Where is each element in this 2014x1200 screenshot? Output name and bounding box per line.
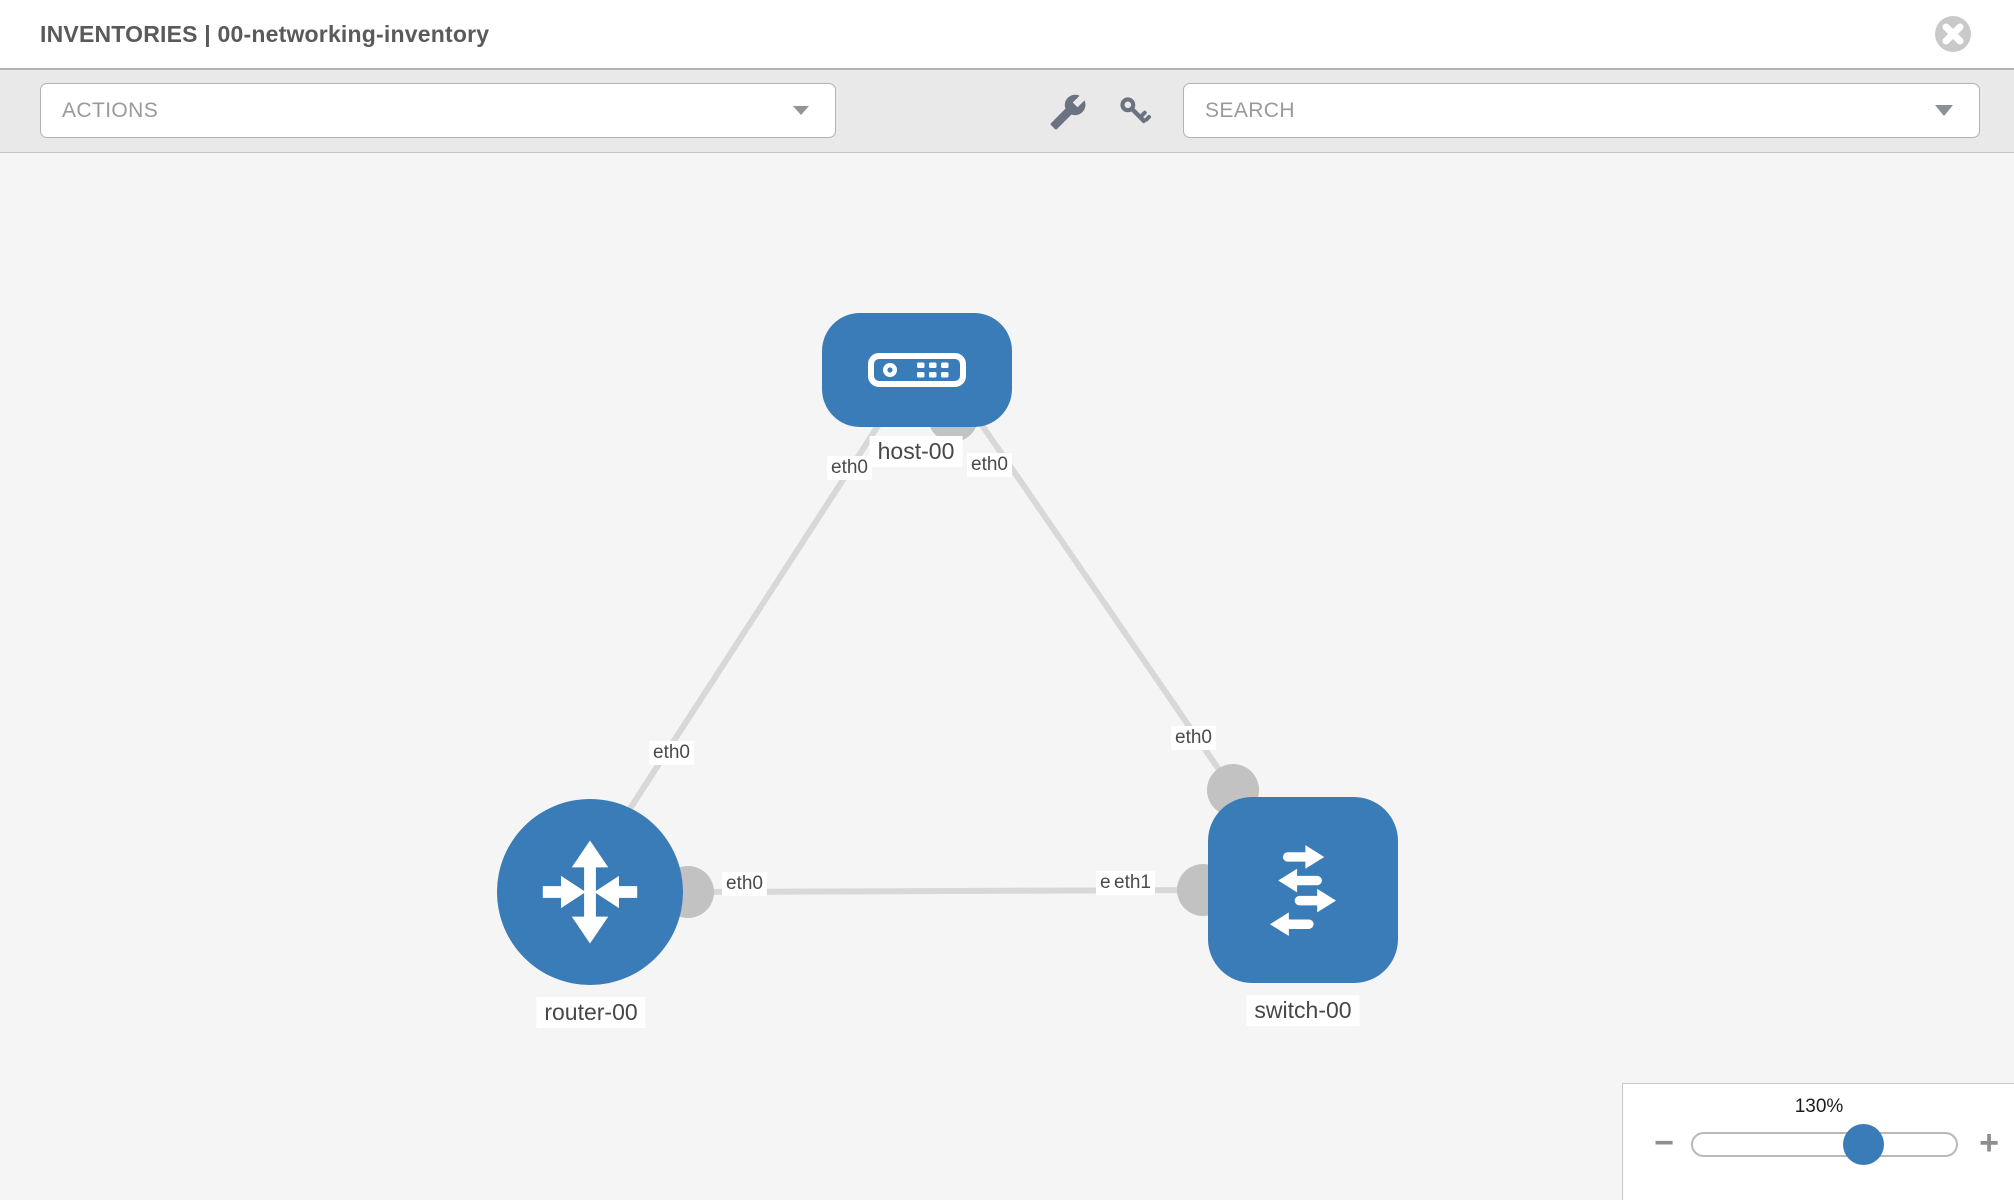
key-button[interactable] [1116, 93, 1154, 131]
adjust-button[interactable] [1049, 93, 1087, 131]
actions-dropdown-label: ACTIONS [62, 98, 159, 122]
chevron-down-icon [1935, 105, 1953, 116]
chevron-down-icon [793, 106, 809, 115]
zoom-panel: 130% − + [1622, 1083, 2014, 1200]
iface-chip-host-left: eth0 [827, 456, 872, 480]
node-router-00[interactable] [497, 799, 683, 985]
node-switch-00[interactable] [1208, 797, 1398, 983]
iface-chip-switch-top: eth0 [1171, 726, 1216, 750]
header: INVENTORIES | 00-networking-inventory [0, 0, 2014, 70]
router-arrows-icon [542, 840, 638, 944]
topology-canvas[interactable]: host-00 router-00 switch-00 eth0 eth0 et… [0, 153, 2014, 1200]
zoom-slider-handle[interactable] [1843, 1124, 1884, 1165]
node-label-host: host-00 [869, 436, 963, 467]
switch-arrows-icon [1269, 845, 1337, 937]
key-icon [1120, 97, 1152, 124]
wrench-icon [1050, 94, 1086, 130]
server-icon [868, 353, 966, 387]
iface-chip-switch-left: eth1 [1110, 871, 1155, 895]
toolbar: ACTIONS SEARCH [0, 70, 2014, 153]
close-icon [1935, 16, 1971, 52]
iface-chip-router-uplink: eth0 [649, 741, 694, 765]
iface-chip-host-right: eth0 [967, 453, 1012, 477]
search-dropdown-label: SEARCH [1205, 98, 1295, 122]
zoom-out-button[interactable]: − [1654, 1124, 1674, 1162]
node-host-00[interactable] [822, 313, 1012, 427]
actions-dropdown[interactable]: ACTIONS [40, 83, 836, 138]
node-label-switch: switch-00 [1246, 995, 1360, 1026]
node-label-router: router-00 [536, 997, 646, 1028]
close-button[interactable] [1934, 15, 1972, 53]
zoom-slider-track[interactable] [1691, 1132, 1958, 1157]
page-title: INVENTORIES | 00-networking-inventory [40, 21, 490, 47]
zoom-in-button[interactable]: + [1979, 1124, 1999, 1162]
search-dropdown[interactable]: SEARCH [1183, 83, 1980, 138]
iface-chip-router-right: eth0 [722, 872, 767, 896]
zoom-level: 130% [1794, 1096, 1844, 1117]
